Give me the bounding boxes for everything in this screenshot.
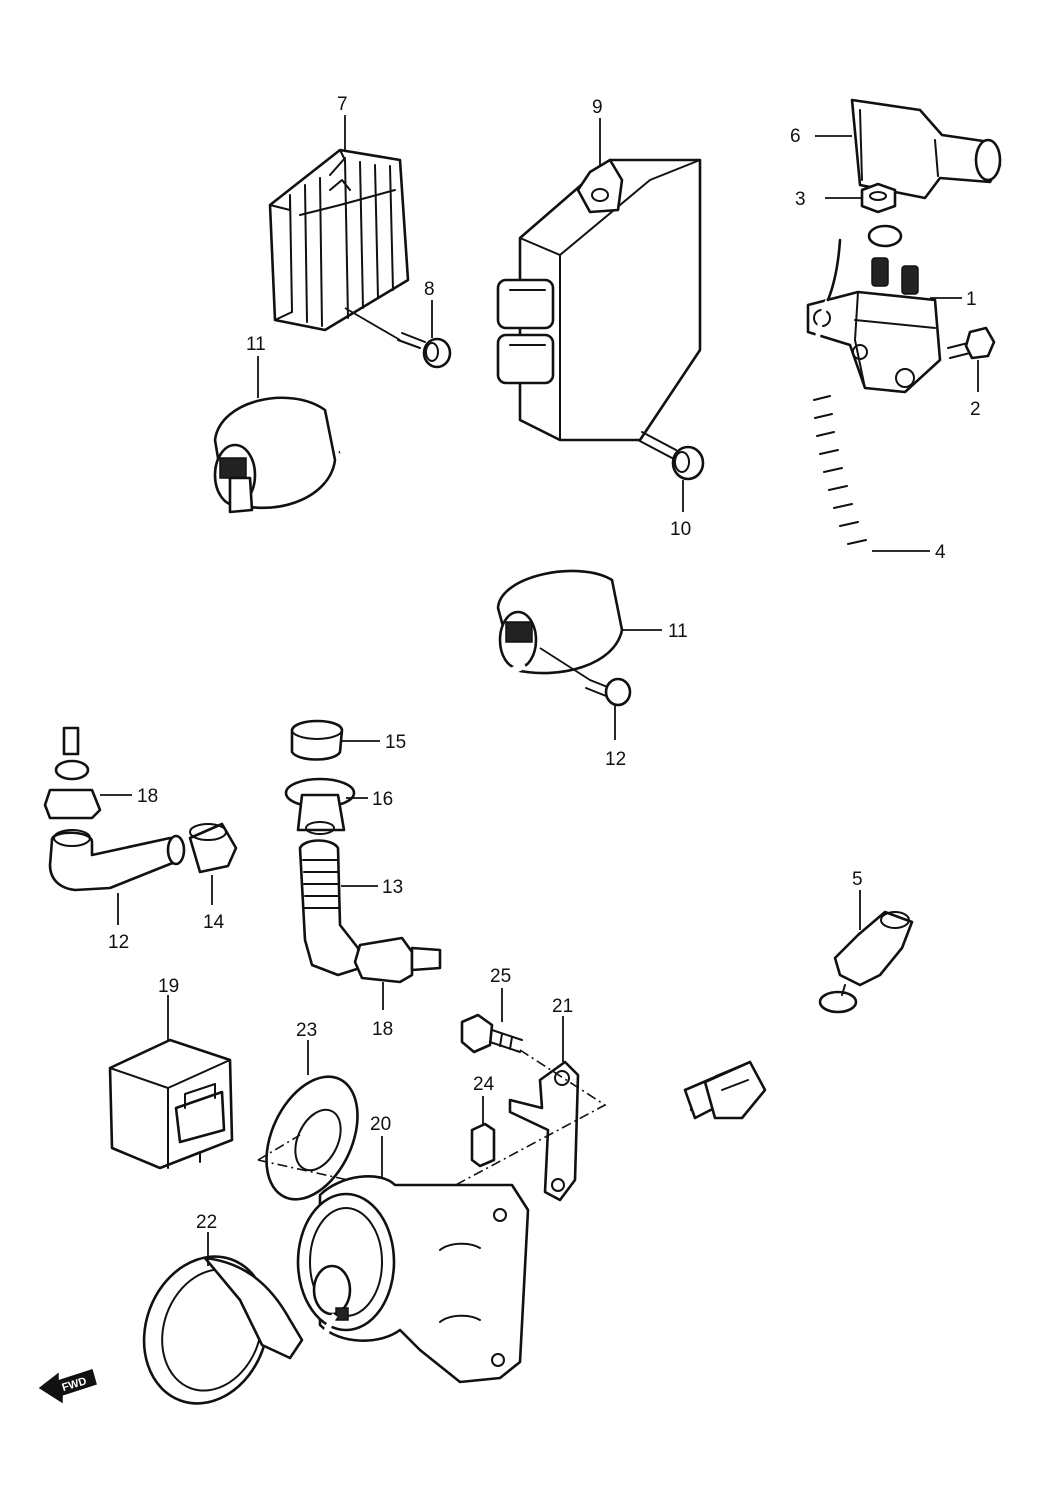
part-9-cdi-unit[interactable] <box>496 158 702 442</box>
callout-23: 23 <box>296 1020 317 1041</box>
part-21-bracket[interactable] <box>508 1060 580 1202</box>
part-16-cap[interactable] <box>290 719 344 761</box>
callout-14: 13 <box>382 877 403 898</box>
callout-10: 10 <box>670 519 691 540</box>
part-1-starter-relay[interactable] <box>806 224 942 394</box>
callout-25: 25 <box>490 966 511 987</box>
callout-13: 12 <box>108 932 129 953</box>
callout-24: 24 <box>473 1074 495 1095</box>
callout-15: 14 <box>203 912 225 933</box>
part-11-ignition-coil-lower[interactable] <box>438 569 624 962</box>
callout-11-upper: 11 <box>246 334 266 355</box>
callout-4: 4 <box>935 542 946 563</box>
part-5-terminal-cap[interactable] <box>818 910 914 1014</box>
part-19-relay[interactable] <box>108 1038 234 1170</box>
callout-11-lower: 11 <box>668 621 688 642</box>
callout-9: 9 <box>592 97 603 118</box>
part-4-lead-wire[interactable] <box>813 238 935 920</box>
part-2-bolt[interactable] <box>947 326 996 360</box>
callout-18-lower: 18 <box>372 1019 393 1040</box>
part-10-bolt[interactable] <box>637 431 705 481</box>
part-18-cap-left[interactable] <box>43 759 102 820</box>
part-25-bolt[interactable] <box>460 1013 523 1054</box>
callout-3: 3 <box>795 189 806 210</box>
callout-16: 15 <box>385 732 406 753</box>
part-20-horn[interactable] <box>257 1060 767 1465</box>
part-17-cap-seal[interactable] <box>284 777 356 835</box>
part-12-bolt[interactable] <box>585 677 632 707</box>
callout-17: 16 <box>372 789 393 810</box>
fwd-arrow-icon: FWD <box>38 1369 97 1404</box>
callout-1: 1 <box>966 289 977 310</box>
part-13-plug-cap[interactable] <box>48 829 186 892</box>
callout-19: 19 <box>158 976 179 997</box>
part-24-pad[interactable] <box>470 1122 496 1168</box>
callout-6: 6 <box>790 126 801 147</box>
part-7-regulator[interactable] <box>268 148 410 332</box>
part-3-nut[interactable] <box>860 182 897 214</box>
part-14-plug-cap[interactable] <box>298 839 362 977</box>
part-11-ignition-coil-upper[interactable] <box>62 396 410 756</box>
callout-22: 22 <box>196 1212 217 1233</box>
callout-5: 5 <box>852 869 863 890</box>
callout-2: 2 <box>970 399 981 420</box>
callout-21: 21 <box>552 996 573 1017</box>
callout-20: 20 <box>370 1114 391 1135</box>
part-18-cap-lower[interactable] <box>353 936 442 984</box>
part-8-bolt[interactable] <box>397 332 452 369</box>
part-6-cap[interactable] <box>850 98 1002 200</box>
callout-18-left: 18 <box>137 786 158 807</box>
part-22-horn-cover[interactable] <box>124 1239 304 1421</box>
callout-8: 8 <box>424 279 435 300</box>
part-23-seal[interactable] <box>248 1062 375 1214</box>
callout-12: 12 <box>605 749 626 770</box>
part-15-cap-seal[interactable] <box>188 822 238 874</box>
callout-7: 7 <box>337 94 348 115</box>
